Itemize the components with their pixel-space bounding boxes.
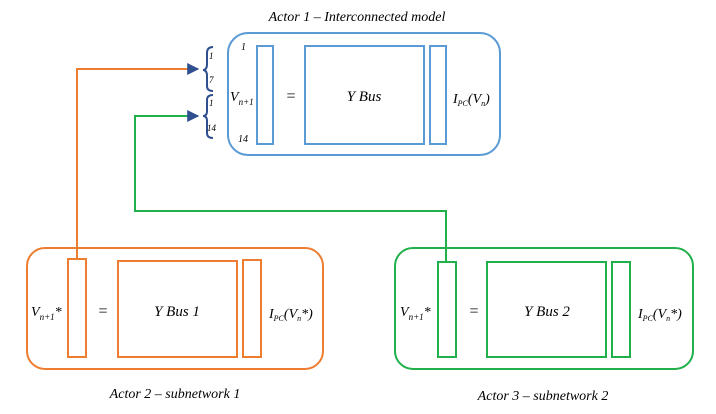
actor3-ipc-label: IPC(Vn*) — [637, 307, 682, 323]
actor1-matrix-label: Y Bus — [347, 89, 382, 105]
actor3-title: Actor 3 – subnetwork 2 — [477, 389, 609, 404]
actor1-inner-index-top: 1 — [241, 42, 246, 53]
actor3-vector-ipc — [611, 261, 631, 358]
connector-actor2-to-actor1 — [76, 63, 200, 259]
actor3-ybus-matrix — [486, 261, 607, 358]
brace-lower-index-1: 1 — [209, 98, 214, 108]
actor2-title: Actor 2 – subnetwork 1 — [109, 387, 241, 402]
brace-upper-index-7: 7 — [209, 75, 214, 85]
actor2-v-label: Vn+1* — [31, 305, 62, 322]
actor1-ipc-label: IPC(Vn) — [452, 92, 490, 108]
actor3-matrix-label: Y Bus 2 — [524, 304, 570, 320]
actor3-v-label: Vn+1* — [400, 305, 431, 322]
brace-lower — [202, 94, 214, 139]
actor2-ipc-label: IPC(Vn*) — [268, 307, 313, 323]
brace-upper — [202, 46, 214, 92]
actor2-matrix-label: Y Bus 1 — [154, 304, 200, 320]
brace-upper-index-1: 1 — [209, 51, 214, 61]
actor1-vector-ipc — [429, 45, 447, 145]
actor2-equals: = — [98, 303, 107, 320]
actor1-vector-v — [256, 45, 274, 145]
actor1-inner-index-bottom: 14 — [238, 134, 248, 145]
actor1-ybus-matrix — [304, 45, 425, 145]
actor1-equals: = — [286, 88, 295, 105]
connector-actor3-to-actor1 — [134, 110, 447, 262]
actor1-container — [227, 32, 501, 156]
actor2-vector-v — [67, 258, 87, 358]
actor2-vector-ipc — [242, 259, 262, 358]
brace-lower-index-14: 14 — [207, 123, 217, 133]
actor1-title: Actor 1 – Interconnected model — [268, 10, 446, 25]
actor2-ybus-matrix — [117, 260, 238, 358]
actor3-vector-v — [437, 261, 457, 358]
actor3-container — [394, 247, 694, 370]
actor2-container — [26, 247, 324, 370]
actor3-equals: = — [469, 303, 478, 320]
actor1-v-label: Vn+1 — [230, 90, 254, 107]
